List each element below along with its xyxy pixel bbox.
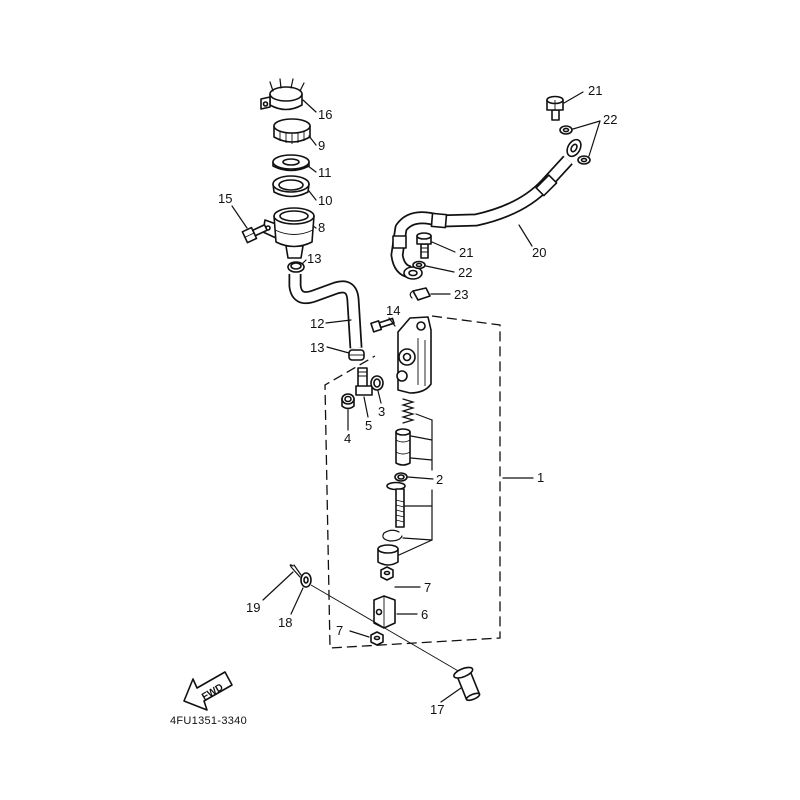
callout-9: 9: [318, 138, 325, 153]
callout-21-upper: 21: [588, 83, 602, 98]
hose-sleeve-upper: [535, 174, 558, 197]
o-ring: [370, 375, 384, 391]
pin-washer: [300, 572, 312, 588]
upper-union-bolt: [546, 95, 564, 121]
push-rod: [395, 488, 405, 528]
callout-23: 23: [454, 287, 468, 302]
lower-union-washer: [412, 260, 426, 270]
reservoir-hose: [288, 274, 363, 349]
leader-lines: [231, 91, 601, 703]
lock-nut-upper: [380, 566, 394, 581]
callout-21-lower: 21: [459, 245, 473, 260]
clevis: [373, 595, 396, 629]
clevis-pin: [453, 666, 481, 702]
diaphragm-plate: [272, 154, 310, 172]
callout-15: 15: [218, 191, 232, 206]
callout-7-lower: 7: [336, 623, 343, 638]
reservoir-tank: [262, 207, 315, 259]
cotter-pin: [289, 564, 302, 578]
callout-10: 10: [318, 193, 332, 208]
lock-nut-lower: [370, 631, 384, 646]
diagram-part-code: 4FU1351-3340: [170, 715, 247, 727]
reservoir-cap: [273, 118, 311, 144]
hose-joint: [355, 367, 373, 396]
hose-clip: [409, 287, 431, 301]
hose-sleeve-bend: [392, 235, 407, 249]
callout-2: 2: [436, 472, 443, 487]
callout-4: 4: [344, 431, 351, 446]
callout-14: 14: [386, 303, 400, 318]
callout-22-upper: 22: [603, 112, 617, 127]
upper-banjo-fitting: [566, 138, 582, 158]
callout-3: 3: [378, 404, 385, 419]
callout-5: 5: [365, 418, 372, 433]
callout-20: 20: [532, 245, 546, 260]
lower-union-bolt: [416, 232, 432, 259]
callout-13-lower: 13: [310, 340, 324, 355]
piston-seal: [394, 472, 408, 482]
callout-7-upper: 7: [424, 580, 431, 595]
upper-union-washer-2: [577, 155, 591, 165]
lower-banjo-fitting: [403, 266, 423, 280]
callout-8: 8: [318, 220, 325, 235]
reservoir-cap-cover: [260, 78, 305, 111]
callout-13-upper: 13: [307, 251, 321, 266]
pin-axis-line: [310, 584, 461, 673]
diaphragm: [272, 175, 310, 198]
reservoir-bolt: [241, 223, 268, 244]
callout-6: 6: [421, 607, 428, 622]
callout-1: 1: [537, 470, 544, 485]
dust-boot: [377, 544, 399, 566]
master-cylinder-body: [396, 316, 432, 394]
return-spring: [400, 398, 416, 424]
port-cap: [341, 393, 355, 410]
assembly-outline: [324, 315, 501, 649]
piston-assembly: [395, 428, 411, 466]
upper-union-washer-1: [559, 125, 573, 135]
hose-clamp-lower: [348, 349, 365, 361]
callout-11: 11: [318, 165, 332, 180]
circlip: [382, 529, 403, 542]
brake-hose: [390, 155, 573, 279]
hose-clamp-upper: [287, 261, 305, 273]
callout-18: 18: [278, 615, 292, 630]
callout-16: 16: [318, 107, 332, 122]
callout-17: 17: [430, 702, 444, 717]
callout-22-lower: 22: [458, 265, 472, 280]
hose-sleeve-lower: [430, 212, 448, 229]
callout-12: 12: [310, 316, 324, 331]
callout-19: 19: [246, 600, 260, 615]
